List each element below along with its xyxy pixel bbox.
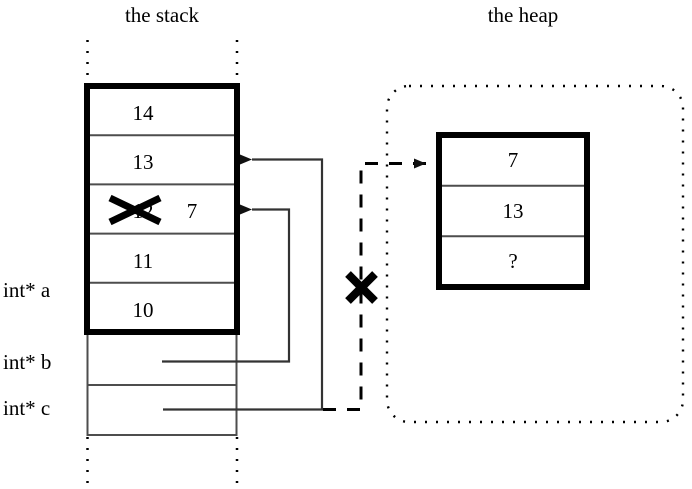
label-int-ptr-c: int* c [3, 396, 51, 420]
heap-title: the heap [487, 3, 559, 27]
stack-dotted-top [86, 40, 239, 85]
stack-cell-value-1: 13 [132, 150, 154, 174]
heap-cell-value-0: 7 [507, 148, 519, 172]
stack-cell-value-0: 14 [132, 101, 154, 125]
stack-dotted-bottom [86, 437, 239, 485]
label-int-ptr-b: int* b [3, 350, 52, 374]
heap-cell-value-1: 13 [502, 199, 524, 223]
stack-title: the stack [124, 3, 200, 27]
broken-pointer-c-to-heap [323, 158, 426, 411]
heap-region-outline [385, 84, 685, 424]
broken-pointer-x-icon [345, 271, 378, 304]
heap-cell-value-2: ? [508, 249, 518, 273]
stack-value-frame [84, 83, 240, 335]
stack-cell-value-4: 10 [132, 298, 154, 322]
pointer-b-arrow [162, 204, 291, 363]
stack-pointer-frame [86, 332, 238, 436]
pointer-c-arrow [163, 154, 324, 411]
stack-cell-value-3: 11 [132, 249, 154, 273]
label-int-ptr-a: int* a [3, 278, 51, 302]
stack-cell-replacement-2: 7 [186, 199, 198, 223]
stack-cell-value-2: 12 [132, 199, 154, 223]
struck-value-x-icon [108, 194, 162, 226]
heap-block [436, 132, 590, 290]
